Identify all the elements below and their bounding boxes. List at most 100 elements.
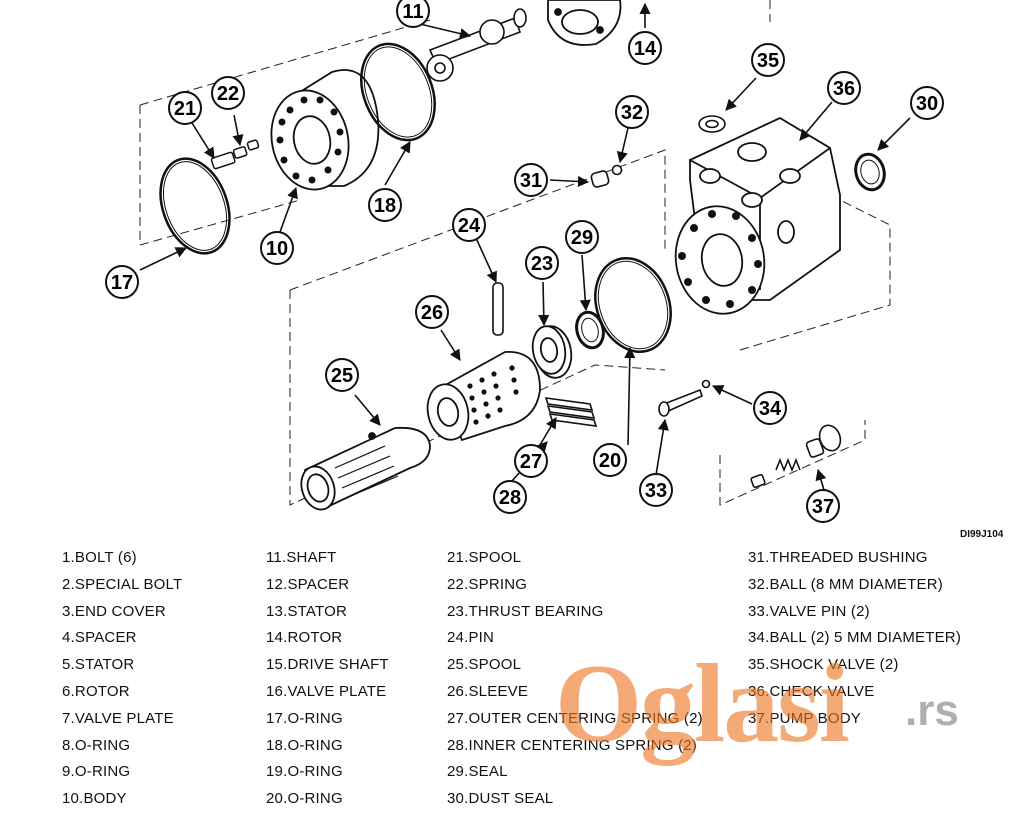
- part-21-22-spool-spring: [210, 139, 260, 170]
- svg-text:10: 10: [266, 238, 288, 260]
- part-25-spool: [300, 426, 431, 511]
- svg-text:22: 22: [217, 83, 239, 105]
- part-entry: 36.CHECK VALVE: [748, 682, 875, 700]
- svg-text:17: 17: [111, 272, 133, 294]
- svg-text:31: 31: [520, 170, 542, 192]
- part-entry: 15.DRIVE SHAFT: [266, 656, 389, 674]
- part-31-32-bushing-ball: [590, 164, 623, 188]
- part-entry: 7.VALVE PLATE: [62, 709, 174, 727]
- part-entry: 28.INNER CENTERING SPRING (2): [447, 736, 698, 754]
- callout-30: 30: [910, 86, 944, 120]
- parts-column-3: 21.SPOOL 22.SPRING 23.THRUST BEARING 24.…: [447, 548, 703, 816]
- part-10-body: [270, 69, 380, 191]
- callout-32: 32: [615, 95, 649, 129]
- part-entry: 21.SPOOL: [447, 549, 522, 566]
- callout-26: 26: [415, 295, 449, 329]
- callout-11: 11: [396, 0, 430, 28]
- part-23-thrust-bearing: [531, 325, 573, 379]
- svg-text:28: 28: [499, 487, 521, 509]
- part-36-check-valve: [698, 115, 726, 133]
- part-entry: 13.STATOR: [266, 602, 347, 620]
- callout-23: 23: [525, 246, 559, 280]
- part-entry: 16.VALVE PLATE: [266, 682, 387, 700]
- parts-column-2: 11.SHAFT 12.SPACER 13.STATOR 14.ROTOR 15…: [266, 548, 389, 816]
- svg-text:35: 35: [757, 50, 779, 72]
- part-entry: 3.END COVER: [62, 602, 166, 620]
- part-33-34-valve-pin-ball: [658, 379, 711, 417]
- part-entry: 34.BALL (2) 5 MM DIAMETER): [748, 629, 962, 647]
- svg-text:37: 37: [812, 496, 834, 518]
- callout-33: 33: [639, 473, 673, 507]
- part-entry: 9.O-RING: [62, 763, 131, 781]
- callout-35: 37: [806, 489, 840, 523]
- part-entry: 1.BOLT (6): [62, 549, 137, 566]
- svg-text:26: 26: [421, 302, 443, 324]
- callout-10: 10: [260, 231, 294, 265]
- callout-31: 31: [514, 163, 548, 197]
- part-entry: 12.SPACER: [266, 575, 350, 593]
- svg-text:34: 34: [759, 398, 782, 420]
- part-entry: 2.SPECIAL BOLT: [62, 575, 183, 593]
- callout-34: 34: [753, 391, 787, 425]
- part-entry: 25.SPOOL: [447, 656, 522, 674]
- svg-text:30: 30: [916, 93, 938, 115]
- svg-text:14: 14: [634, 38, 657, 60]
- part-entry: 35.SHOCK VALVE (2): [748, 656, 899, 674]
- svg-text:29: 29: [571, 227, 593, 249]
- part-entry: 33.VALVE PIN (2): [748, 602, 870, 620]
- part-27-28-centering-springs: [544, 397, 598, 427]
- figure-code: DI99J104: [960, 529, 1004, 540]
- svg-text:24: 24: [458, 215, 481, 237]
- part-entry: 18.O-RING: [266, 736, 343, 754]
- svg-text:11: 11: [402, 1, 423, 23]
- svg-text:36: 36: [833, 78, 855, 100]
- part-26-sleeve: [426, 351, 541, 442]
- part-entry: 29.SEAL: [447, 763, 508, 781]
- part-17-o-ring: [159, 157, 231, 255]
- part-entry: 32.BALL (8 MM DIAMETER): [748, 575, 943, 593]
- callout-labels: 11 14 21 22 17 10 18 35 36 30 32 31 24 2…: [105, 0, 944, 523]
- parts-column-1: 1.BOLT (6) 2.SPECIAL BOLT 3.END COVER 4.…: [62, 548, 182, 816]
- leader-arrows: [139, 2, 911, 491]
- part-entry: 23.THRUST BEARING: [447, 602, 604, 620]
- callout-14: 14: [628, 31, 662, 65]
- callout-21: 21: [168, 91, 202, 125]
- part-entry: 17.O-RING: [266, 709, 343, 727]
- callout-20: 20: [593, 443, 627, 477]
- callout-36: 35: [751, 43, 785, 77]
- svg-text:33: 33: [645, 480, 667, 502]
- svg-text:23: 23: [531, 253, 553, 275]
- part-entry: 4.SPACER: [62, 629, 137, 647]
- part-entry: 22.SPRING: [447, 575, 528, 593]
- part-37-pump-body: [674, 116, 841, 315]
- callout-29: 29: [565, 220, 599, 254]
- callout-18: 18: [368, 188, 402, 222]
- part-entry: 26.SLEEVE: [447, 682, 529, 700]
- callout-25: 25: [325, 358, 359, 392]
- svg-text:32: 32: [621, 102, 643, 124]
- part-30-dust-seal: [854, 152, 886, 192]
- svg-text:21: 21: [174, 98, 196, 120]
- callout-27: 27: [514, 444, 548, 478]
- svg-text:27: 27: [520, 451, 542, 473]
- parts-column-4: 31.THREADED BUSHING 32.BALL (8 MM DIAMET…: [748, 548, 961, 736]
- callout-17: 17: [105, 265, 139, 299]
- part-entry: 5.STATOR: [62, 656, 135, 674]
- svg-text:20: 20: [599, 450, 621, 472]
- svg-text:18: 18: [374, 195, 396, 217]
- part-entry: 27.OUTER CENTERING SPRING (2): [447, 709, 703, 727]
- part-entry: 24.PIN: [447, 629, 495, 647]
- part-entry: 11.SHAFT: [266, 549, 337, 566]
- part-entry: 6.ROTOR: [62, 682, 130, 700]
- part-11-shaft: [426, 8, 527, 82]
- part-24-pin: [492, 282, 504, 336]
- part-14-rotor: [547, 0, 622, 46]
- svg-text:25: 25: [331, 365, 353, 387]
- part-entry: 37.PUMP BODY: [748, 709, 861, 727]
- part-20-o-ring: [594, 256, 672, 354]
- callout-37: 36: [827, 71, 861, 105]
- callout-24: 24: [452, 208, 486, 242]
- part-entry: 19.O-RING: [266, 763, 343, 781]
- part-35-shock-valve: [750, 424, 842, 488]
- exploded-parts-diagram: 11 14 21 22 17 10 18 35 36 30 32 31 24 2…: [105, 0, 944, 523]
